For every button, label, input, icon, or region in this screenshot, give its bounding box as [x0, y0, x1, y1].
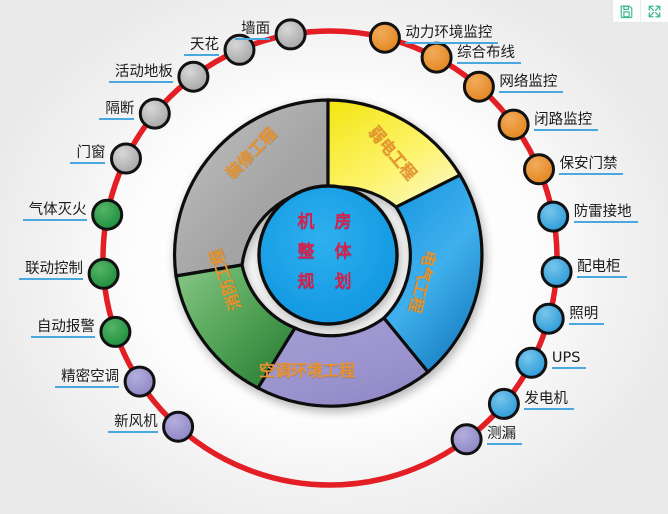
ring-node[interactable]: [162, 410, 195, 443]
node-label-text: 精密空调: [61, 368, 120, 385]
node-label-underline: [524, 407, 574, 410]
ring-node[interactable]: [110, 142, 142, 175]
ring-node[interactable]: [487, 387, 520, 420]
node-label-underline: [499, 90, 564, 93]
ring-node[interactable]: [274, 18, 307, 51]
node-label[interactable]: 墙面: [235, 21, 271, 42]
node-label[interactable]: 测漏: [487, 426, 523, 447]
node-label-text: 气体灭火: [28, 201, 87, 218]
toolbar: [612, 0, 668, 23]
ring-node[interactable]: [123, 365, 156, 398]
node-label-underline: [487, 443, 523, 446]
node-label[interactable]: 隔断: [99, 100, 135, 122]
node-label-text: 门窗: [76, 145, 106, 162]
sector-lowvoltage[interactable]: [326, 98, 463, 209]
node-label-text: 自动报警: [36, 318, 95, 335]
ring-node[interactable]: [450, 423, 483, 456]
ring-node[interactable]: [91, 198, 124, 231]
node-label-underline: [457, 61, 522, 64]
ring-node[interactable]: [87, 257, 120, 290]
node-label[interactable]: 活动地板: [108, 63, 173, 85]
node-label[interactable]: 气体灭火: [22, 201, 87, 223]
node-label-underline: [55, 385, 120, 388]
ring-node[interactable]: [515, 346, 548, 379]
node-label[interactable]: 闭路监控: [534, 111, 599, 133]
donut-group: [172, 98, 484, 408]
ring-node[interactable]: [99, 315, 132, 348]
ring-node[interactable]: [462, 70, 495, 103]
node-label-text: 联动控制: [25, 260, 84, 277]
sector-electrical[interactable]: [381, 172, 484, 375]
node-label-text: 天花: [189, 36, 219, 53]
node-label-underline: [22, 218, 87, 221]
node-label-text: UPS: [551, 349, 581, 366]
node-label-text: 测漏: [487, 426, 517, 443]
node-label-underline: [577, 275, 627, 278]
node-label[interactable]: 网络监控: [499, 73, 564, 95]
node-label[interactable]: 新风机: [108, 413, 158, 435]
node-label-underline: [405, 41, 499, 44]
ring-node[interactable]: [177, 60, 210, 93]
node-label-underline: [235, 38, 271, 41]
node-label-underline: [30, 335, 95, 338]
node-label-underline: [108, 80, 173, 83]
node-label-underline: [99, 117, 135, 120]
node-label-text: 网络监控: [499, 73, 558, 90]
node-label-underline: [108, 430, 158, 433]
node-label-underline: [569, 322, 605, 325]
node-label-underline: [534, 128, 599, 131]
hub-circle[interactable]: [257, 184, 399, 326]
node-label-text: 发电机: [524, 390, 568, 407]
node-label[interactable]: 配电柜: [577, 258, 627, 280]
save-icon[interactable]: [613, 0, 641, 22]
node-label-underline: [70, 162, 106, 165]
node-label-underline: [573, 220, 638, 223]
ring-nodes: [87, 18, 573, 456]
node-label-text: 活动地板: [114, 63, 173, 80]
node-label[interactable]: UPS: [551, 349, 587, 371]
node-label-text: 隔断: [105, 100, 135, 117]
ring-node[interactable]: [368, 21, 401, 54]
node-label-text: 防雷接地: [573, 203, 632, 220]
node-label-underline: [19, 277, 84, 280]
node-label-text: 配电柜: [577, 258, 621, 275]
node-label-underline: [551, 366, 587, 369]
ring-node[interactable]: [223, 33, 256, 66]
node-label[interactable]: 照明: [569, 305, 605, 327]
ring-node[interactable]: [497, 108, 530, 141]
node-label-text: 综合布线: [457, 44, 516, 61]
node-label-text: 新风机: [114, 413, 158, 430]
node-label-text: 闭路监控: [534, 111, 593, 128]
node-label-text: 动力环境监控: [405, 24, 493, 41]
node-label[interactable]: 动力环境监控: [405, 24, 499, 46]
ring-node[interactable]: [537, 200, 570, 233]
node-label[interactable]: 防雷接地: [573, 203, 638, 225]
node-label[interactable]: 自动报警: [30, 318, 95, 340]
ring-node[interactable]: [540, 255, 573, 288]
node-label-underline: [559, 173, 624, 176]
node-label[interactable]: 精密空调: [55, 368, 120, 390]
ring-node[interactable]: [532, 302, 565, 335]
fullscreen-icon[interactable]: [641, 0, 668, 22]
node-label[interactable]: 综合布线: [457, 44, 522, 66]
node-label[interactable]: 联动控制: [19, 260, 84, 282]
node-label-underline: [183, 53, 219, 56]
ring-node[interactable]: [138, 97, 171, 130]
node-label-text: 保安门禁: [559, 156, 618, 173]
node-label-text: 照明: [569, 305, 599, 322]
sector-hvac[interactable]: [255, 315, 431, 408]
node-label-text: 墙面: [241, 21, 271, 38]
ring-node[interactable]: [420, 41, 453, 74]
ring-node[interactable]: [523, 153, 555, 186]
node-label[interactable]: 门窗: [70, 145, 106, 166]
node-label[interactable]: 发电机: [524, 390, 574, 412]
node-label[interactable]: 天花: [183, 36, 219, 58]
node-label[interactable]: 保安门禁: [559, 156, 624, 177]
